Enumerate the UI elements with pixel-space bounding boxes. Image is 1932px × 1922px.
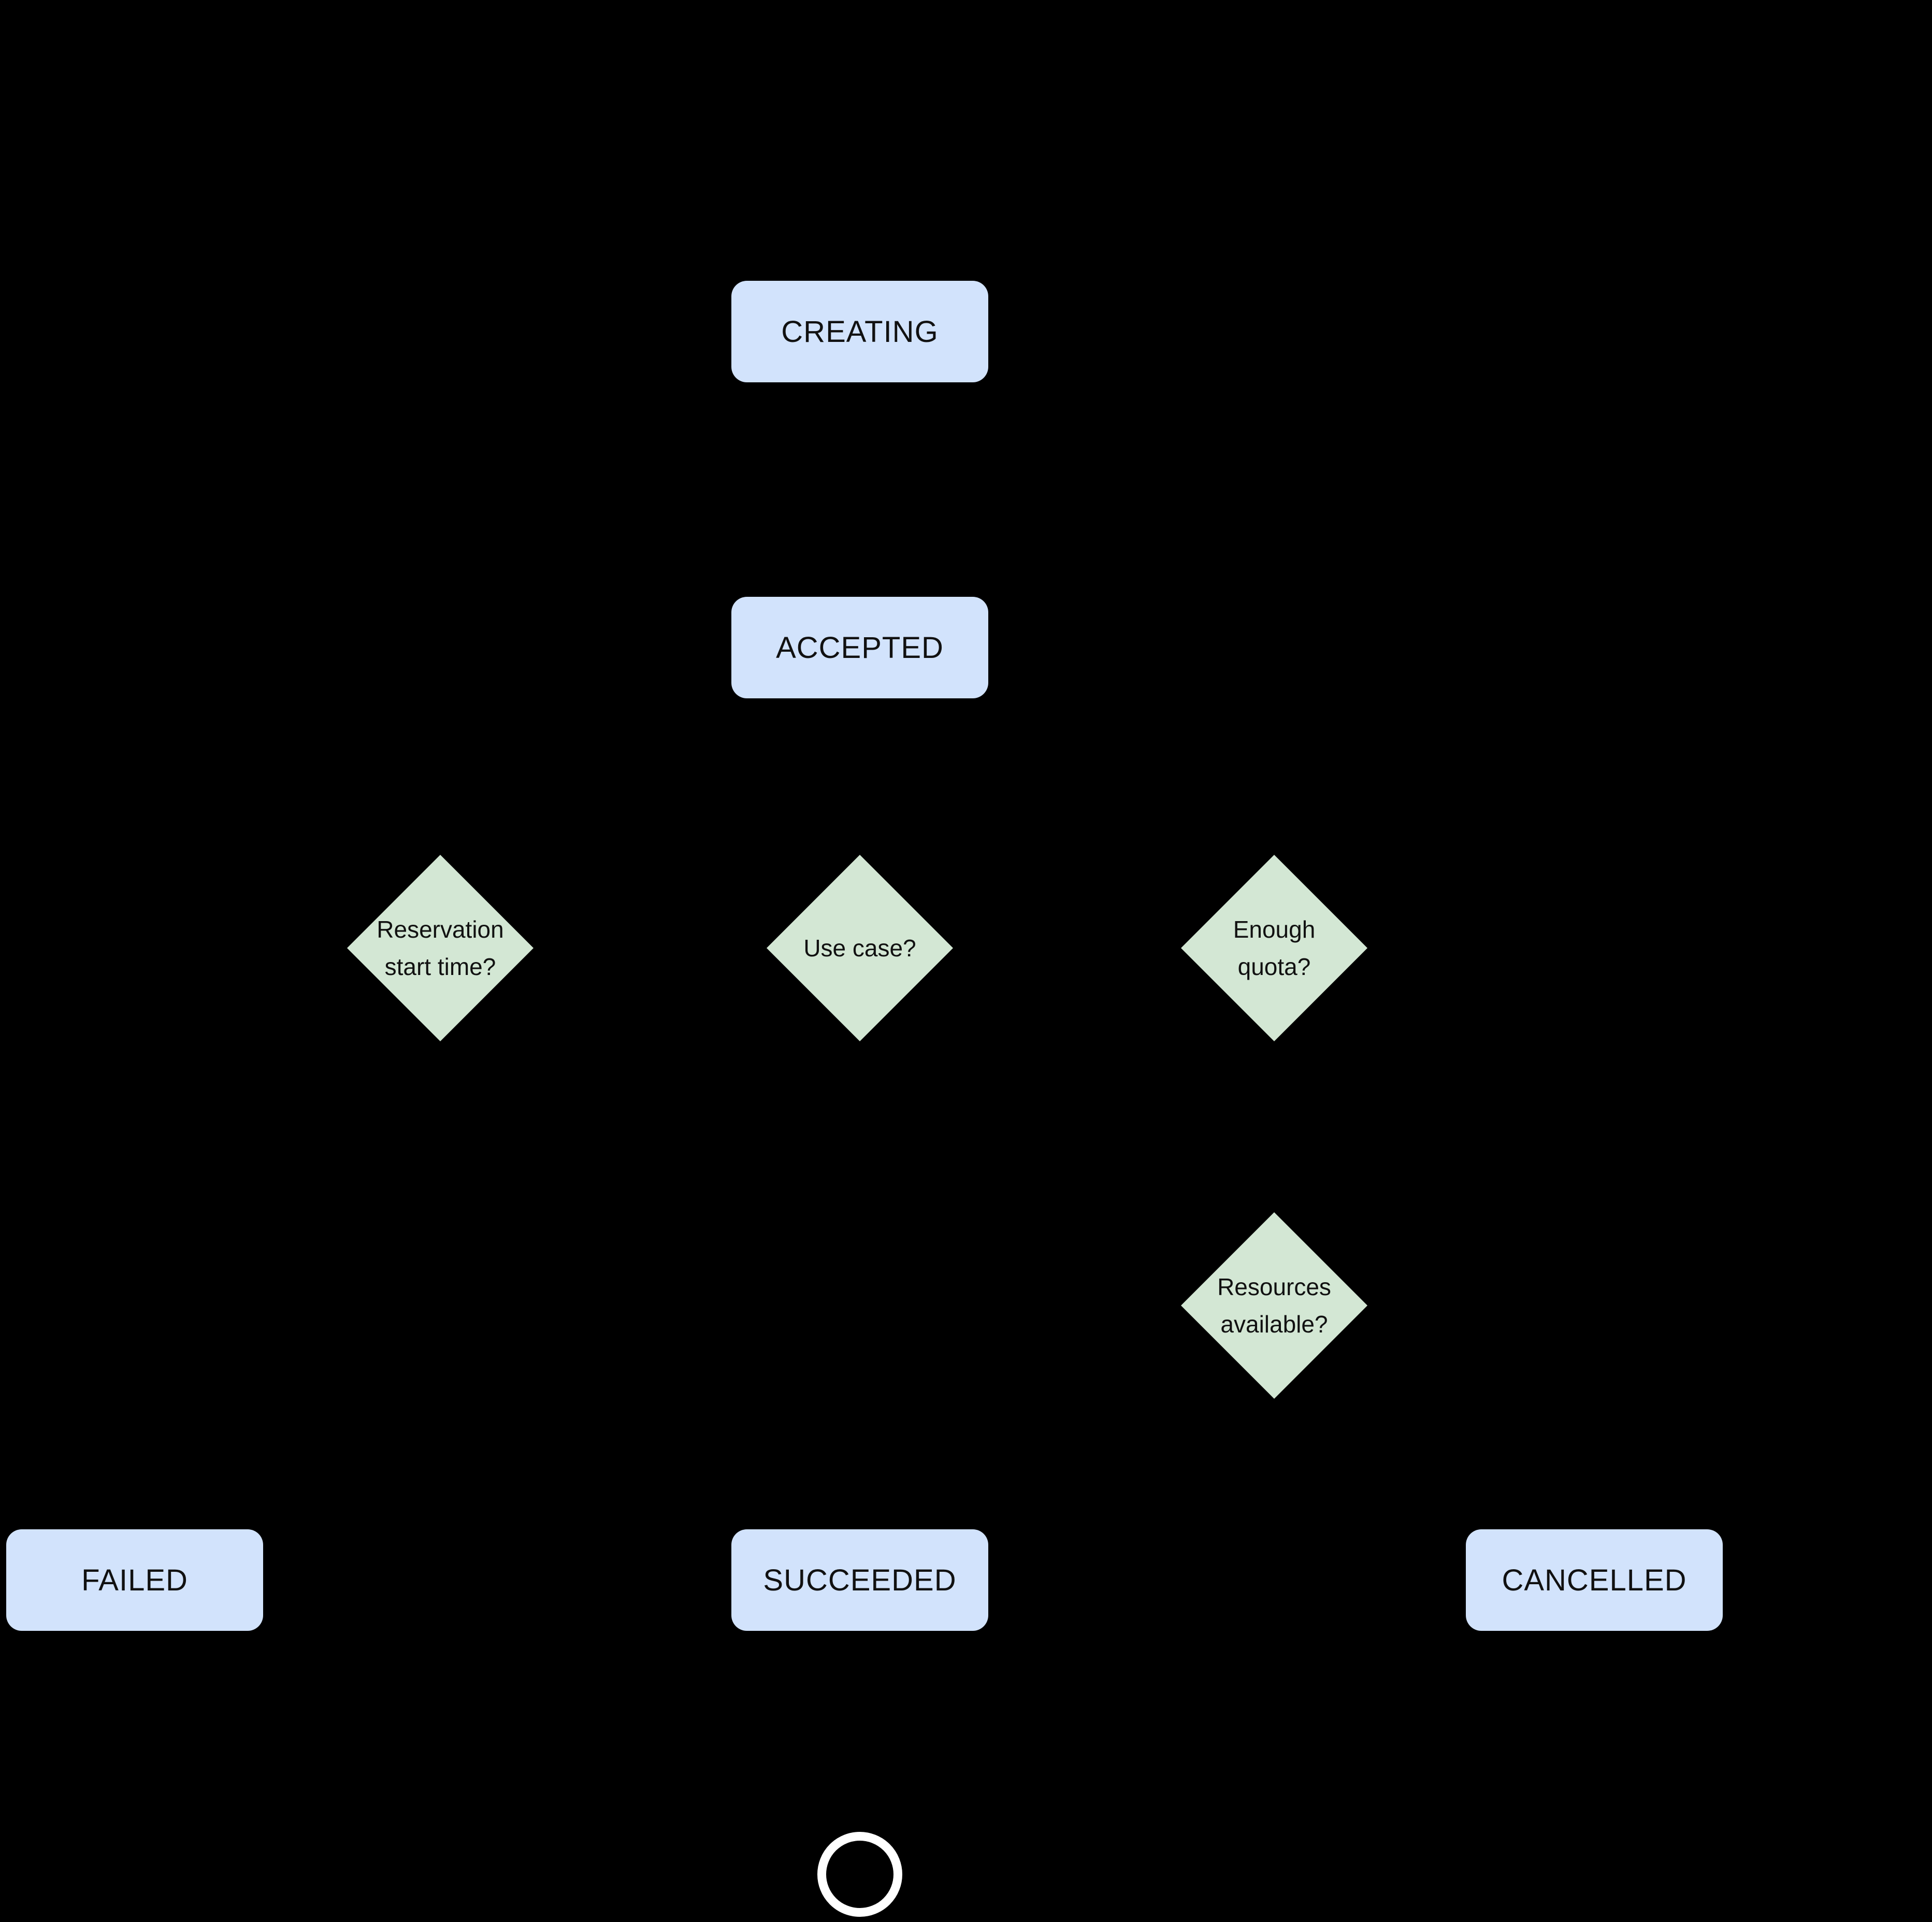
state-node-succeeded: SUCCEEDED (731, 1529, 988, 1631)
decision-label-line: Reservation (377, 916, 504, 943)
decision-node-use-case: Use case? (767, 855, 953, 1041)
decision-label-line: Enough (1233, 916, 1316, 943)
decision-label-line: available? (1220, 1311, 1328, 1338)
decision-node-reservation-start-time: Reservation start time? (347, 855, 534, 1041)
state-node-creating: CREATING (731, 281, 988, 382)
decision-label-line: quota? (1237, 953, 1311, 980)
state-node-cancelled: CANCELLED (1466, 1529, 1723, 1631)
state-node-accepted: ACCEPTED (731, 597, 988, 698)
state-label-failed: FAILED (81, 1563, 188, 1597)
decision-label-line: start time? (384, 953, 496, 980)
decision-label-line: Resources (1217, 1273, 1331, 1300)
end-state-circle-icon (817, 1832, 902, 1917)
decision-label-line: Use case? (803, 935, 916, 962)
state-label-succeeded: SUCCEEDED (763, 1563, 957, 1597)
state-label-creating: CREATING (781, 314, 939, 349)
state-node-failed: FAILED (6, 1529, 263, 1631)
state-label-accepted: ACCEPTED (776, 630, 944, 665)
decision-node-enough-quota: Enough quota? (1181, 855, 1367, 1041)
decision-node-resources-available: Resources available? (1181, 1212, 1367, 1399)
state-label-cancelled: CANCELLED (1502, 1563, 1687, 1597)
